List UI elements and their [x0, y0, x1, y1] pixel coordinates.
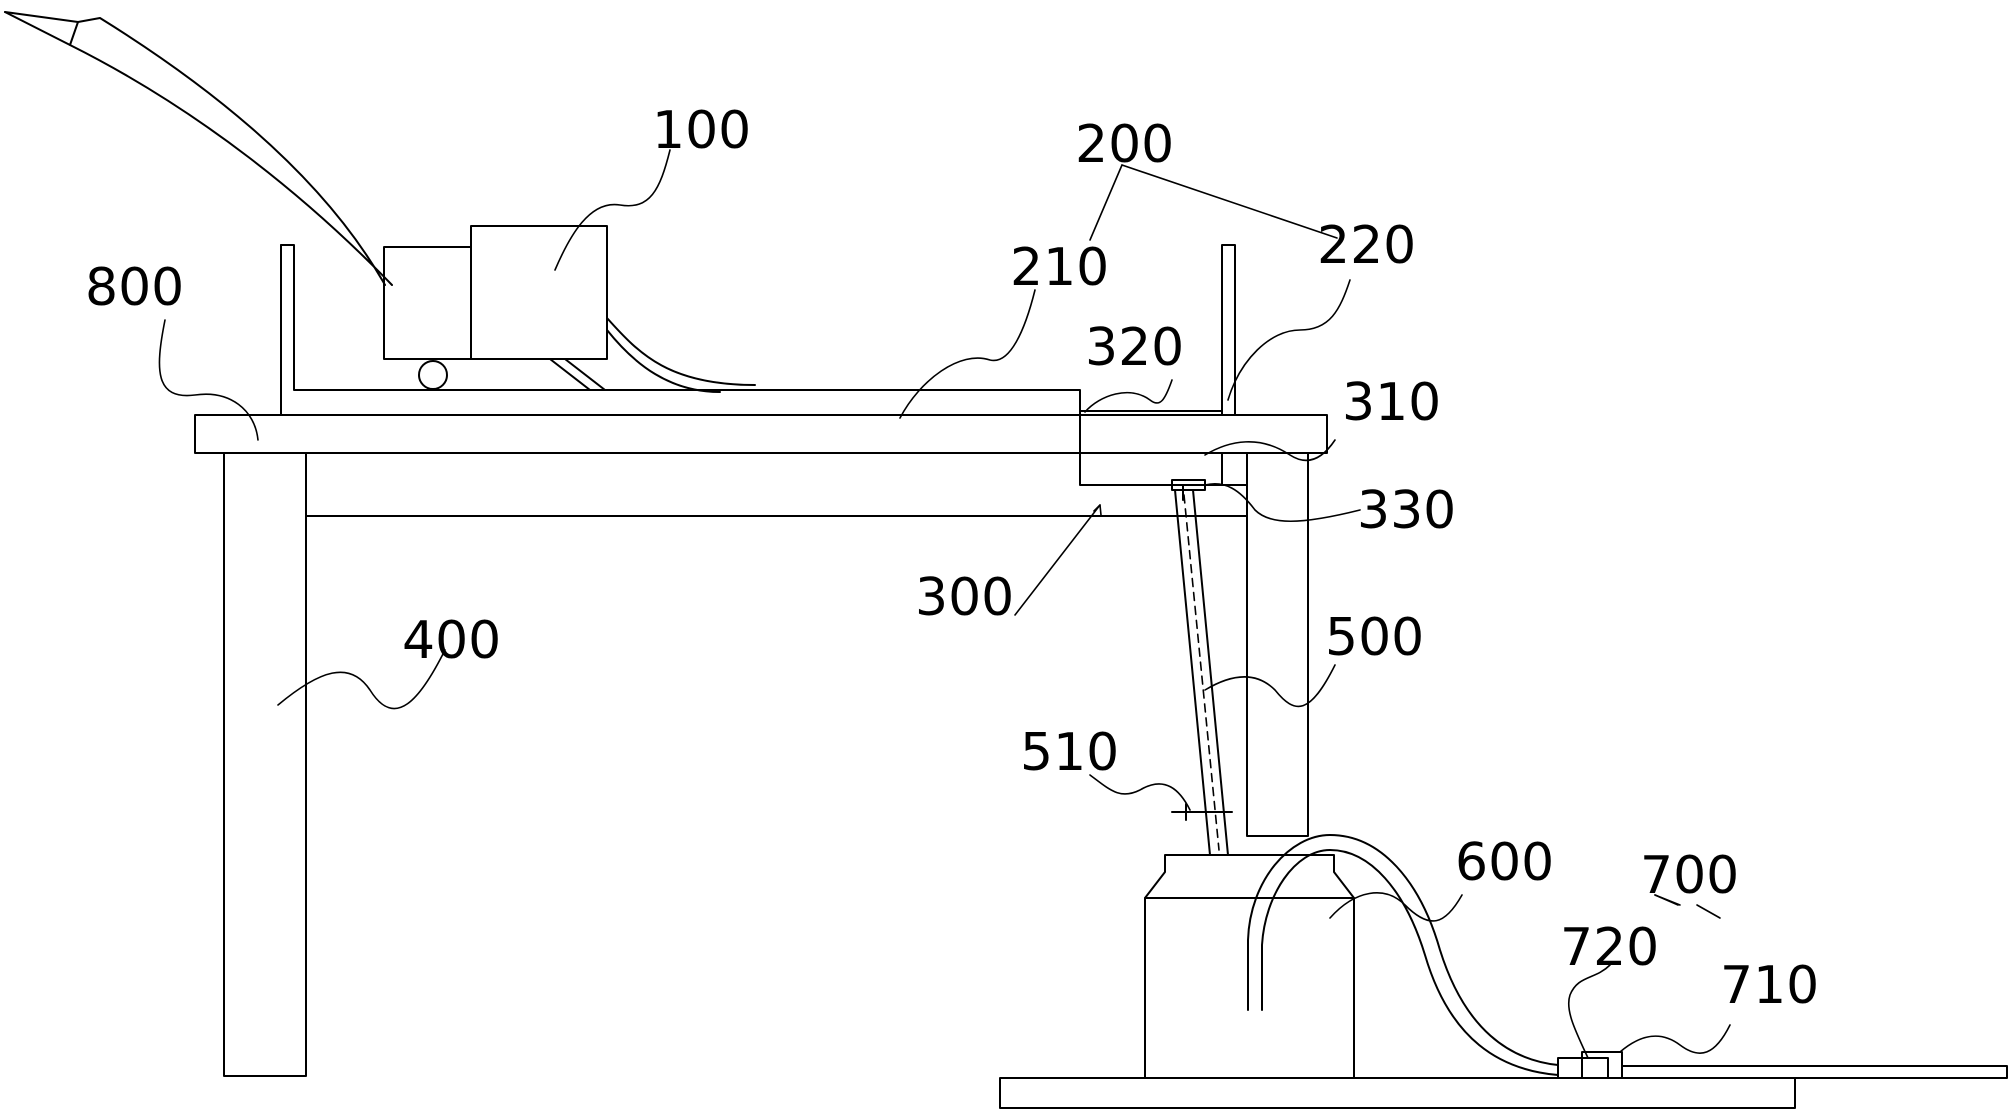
- arrowhead-300: [1093, 504, 1102, 516]
- gearbox-block: [470, 225, 608, 360]
- label-320: 320: [1085, 318, 1184, 378]
- leader-330: [1204, 483, 1361, 522]
- label-220: 220: [1317, 216, 1416, 276]
- hose-upper: [606, 317, 756, 386]
- roller-wheel: [418, 360, 448, 390]
- leader-720: [1567, 964, 1611, 1059]
- hose-lower: [606, 329, 721, 393]
- leader-710: [1619, 1024, 1731, 1054]
- leader-320: [1084, 379, 1173, 413]
- trough-left-wall: [280, 244, 1081, 416]
- pipe-centerline: [1183, 494, 1220, 851]
- leader-lines: [158, 149, 1731, 1059]
- label-700: 700: [1640, 846, 1739, 906]
- label-200: 200: [1075, 115, 1174, 175]
- label-100: 100: [652, 101, 751, 161]
- label-500: 500: [1325, 608, 1424, 668]
- leader-400: [277, 649, 446, 710]
- label-600: 600: [1455, 833, 1554, 893]
- leader-220: [1227, 279, 1351, 401]
- harvester-100: [4, 11, 756, 393]
- leader-800: [158, 319, 259, 441]
- leader-500: [1204, 664, 1336, 708]
- label-210: 210: [1010, 238, 1109, 298]
- leader-210: [899, 289, 1036, 419]
- table-top-800: [194, 414, 1328, 454]
- label-310: 310: [1342, 373, 1441, 433]
- base-plate: [999, 1077, 1796, 1109]
- tank-body: [1144, 854, 1355, 1079]
- pump-body: [1581, 1051, 1623, 1079]
- tank-hose-inner: [1261, 849, 1559, 1076]
- pump-assembly-700: [999, 1051, 2008, 1109]
- leader-300: [1014, 504, 1101, 616]
- label-710: 710: [1720, 956, 1819, 1016]
- leader-200-b: [1121, 164, 1338, 239]
- arm-b: [564, 358, 606, 391]
- label-400: 400: [402, 611, 501, 671]
- outlet-rail-710: [1621, 1065, 2008, 1079]
- pipe-edge-left: [1174, 489, 1211, 856]
- label-330: 330: [1357, 481, 1456, 541]
- arm-a: [549, 358, 591, 391]
- pipe-edge-right: [1192, 489, 1229, 856]
- label-510: 510: [1020, 723, 1119, 783]
- leader-310: [1204, 439, 1336, 462]
- label-300: 300: [915, 568, 1014, 628]
- leader-510: [1089, 774, 1191, 811]
- trough-right-wall: [1221, 244, 1236, 416]
- motor-block: [383, 246, 472, 360]
- trough-210: [280, 244, 1236, 416]
- leader-100: [554, 149, 671, 271]
- leader-700-c: [1654, 894, 1679, 906]
- chute-upper-edge: [4, 11, 386, 286]
- reference-labels: 100 200 210 220 320 310 330 300 400 800 …: [85, 101, 1819, 1016]
- leader-200-a: [1089, 164, 1123, 241]
- leader-600: [1329, 892, 1463, 922]
- pipe-500: [1171, 484, 1233, 856]
- box-outline: [1079, 414, 1223, 486]
- chute-tip-seam: [69, 21, 79, 46]
- leader-700-b: [1696, 904, 1721, 919]
- left-leg: [223, 452, 307, 1077]
- tank-hose-outer: [1247, 834, 1559, 1066]
- label-800: 800: [85, 258, 184, 318]
- label-720: 720: [1560, 918, 1659, 978]
- chute-lower-edge: [4, 11, 393, 286]
